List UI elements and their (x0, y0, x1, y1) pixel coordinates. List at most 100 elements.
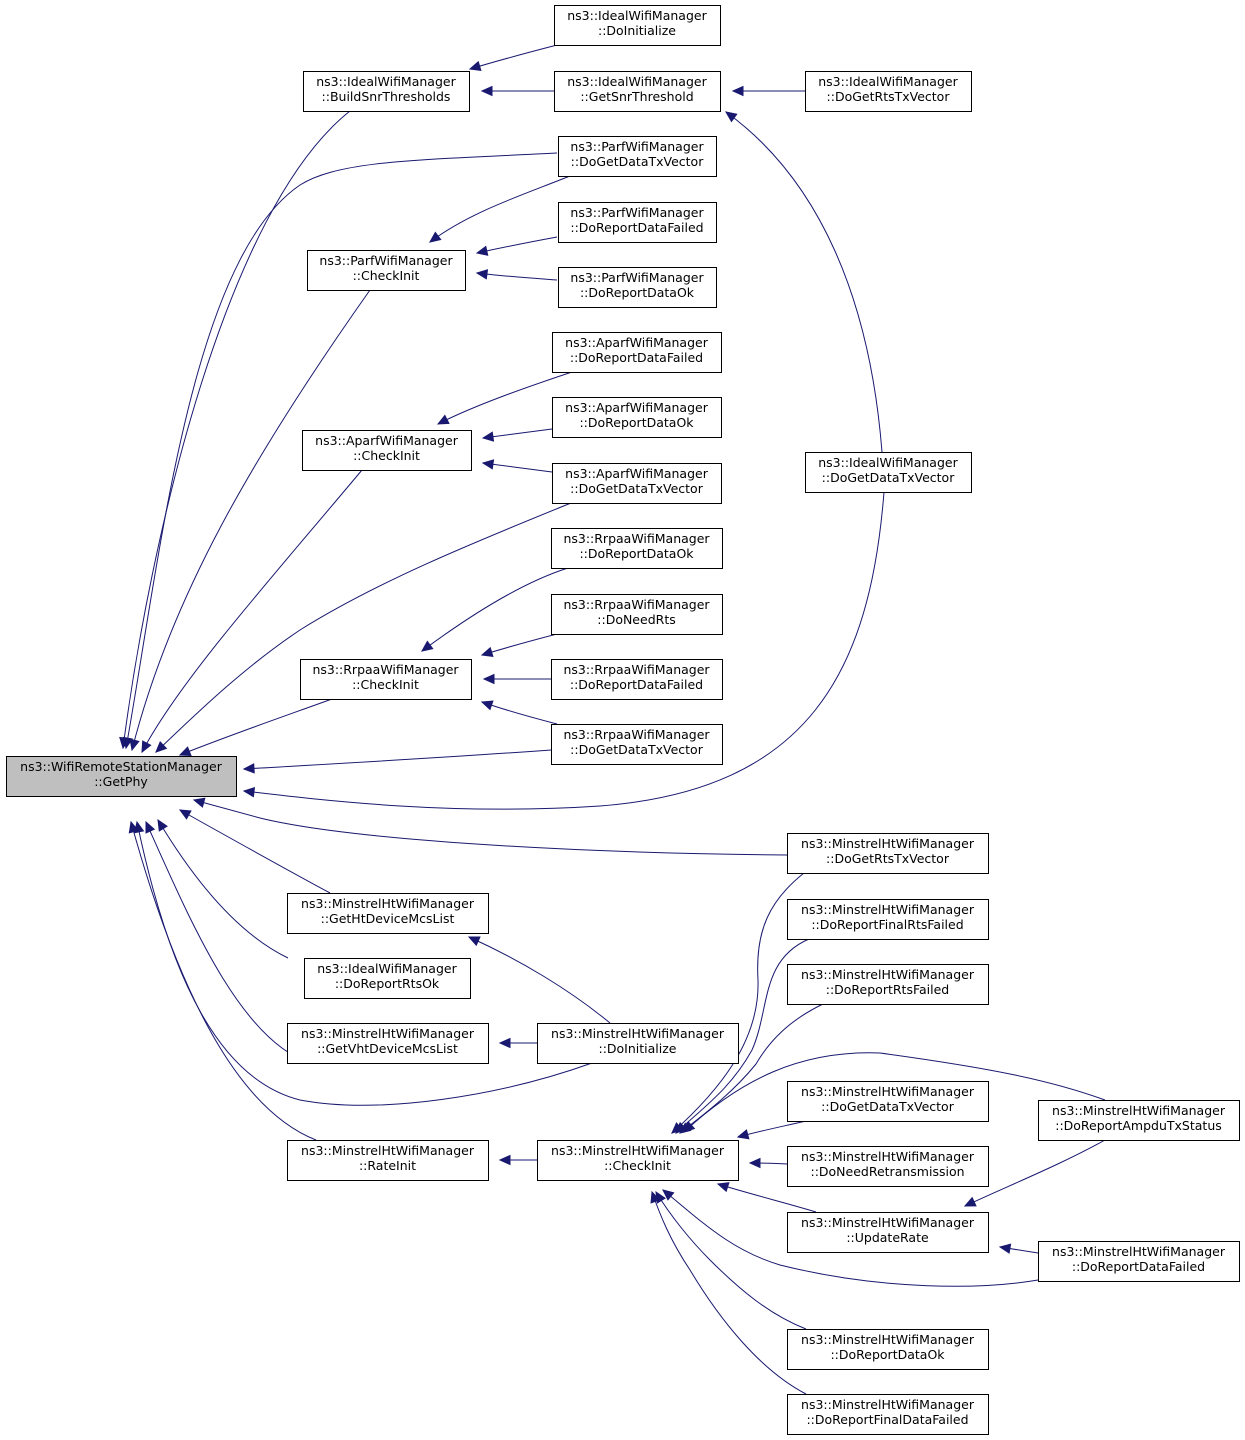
graph-node-iw_getsnr[interactable]: ns3::IdealWifiManager::GetSnrThreshold (554, 71, 721, 112)
edge-pw_dofailed-to-pw_checkinit (475, 236, 558, 256)
node-class-label: ns3::MinstrelHtWifiManager (801, 836, 975, 851)
edge-mh_rateinit-to-root (128, 820, 317, 1141)
edge-line (179, 809, 331, 894)
graph-node-mh_dortstx[interactable]: ns3::MinstrelHtWifiManager::DoGetRtsTxVe… (787, 833, 989, 874)
graph-node-iw_build[interactable]: ns3::IdealWifiManager::BuildSnrThreshold… (303, 71, 470, 112)
graph-node-mh_getht[interactable]: ns3::MinstrelHtWifiManager::GetHtDeviceM… (287, 893, 489, 934)
node-class-label: ns3::MinstrelHtWifiManager (801, 1149, 975, 1164)
graph-node-aw_dofailed[interactable]: ns3::AparfWifiManager::DoReportDataFaile… (552, 332, 722, 373)
node-method-label: ::DoReportDataFailed (570, 677, 703, 692)
edge-rw_dodatatx-to-rw_checkinit (480, 700, 558, 725)
edge-line (476, 272, 558, 281)
node-class-label: ns3::AparfWifiManager (315, 433, 459, 448)
graph-node-mh_finalrts[interactable]: ns3::MinstrelHtWifiManager::DoReportFina… (787, 899, 989, 940)
graph-node-iw_doinit[interactable]: ns3::IdealWifiManager::DoInitialize (554, 5, 721, 46)
edge-arrowhead (736, 1129, 750, 1140)
node-method-label: ::DoGetDataTxVector (571, 154, 705, 169)
edge-mh_dortstx-to-root (192, 797, 788, 856)
graph-node-mh_finaldata[interactable]: ns3::MinstrelHtWifiManager::DoReportFina… (787, 1394, 989, 1435)
graph-node-mh_checkinit[interactable]: ns3::MinstrelHtWifiManager::CheckInit (537, 1140, 739, 1181)
graph-node-aw_dook[interactable]: ns3::AparfWifiManager::DoReportDataOk (552, 397, 722, 438)
graph-node-rw_dofailed[interactable]: ns3::RrpaaWifiManager::DoReportDataFaile… (551, 659, 723, 700)
node-box (787, 1329, 989, 1370)
node-box (552, 397, 722, 438)
node-box (303, 71, 470, 112)
graph-node-rw_checkinit[interactable]: ns3::RrpaaWifiManager::CheckInit (300, 659, 472, 700)
edge-line (481, 633, 558, 656)
graph-node-rw_dodatatx[interactable]: ns3::RrpaaWifiManager::DoGetDataTxVector (551, 724, 723, 765)
node-box (787, 1081, 989, 1122)
graph-node-rw_dook[interactable]: ns3::RrpaaWifiManager::DoReportDataOk (551, 528, 723, 569)
graph-node-iw_rtsok[interactable]: ns3::IdealWifiManager::DoReportRtsOk (304, 958, 471, 999)
edge-arrowhead (662, 1189, 675, 1201)
graph-node-aw_dodatatx[interactable]: ns3::AparfWifiManager::DoGetDataTxVector (552, 463, 722, 504)
graph-node-mh_updaterate[interactable]: ns3::MinstrelHtWifiManager::UpdateRate (787, 1212, 989, 1253)
node-method-label: ::DoReportDataOk (830, 1347, 945, 1362)
graph-node-mh_dook[interactable]: ns3::MinstrelHtWifiManager::DoReportData… (787, 1329, 989, 1370)
edge-line (662, 1189, 1039, 1287)
node-class-label: ns3::MinstrelHtWifiManager (301, 896, 475, 911)
edge-mh_finaldata-to-mh_checkinit (650, 1190, 807, 1395)
node-box (551, 594, 723, 635)
node-method-label: ::DoGetRtsTxVector (827, 89, 951, 104)
node-box (537, 1023, 739, 1064)
graph-node-mh_rateinit[interactable]: ns3::MinstrelHtWifiManager::RateInit (287, 1140, 489, 1181)
node-class-label: ns3::ParfWifiManager (570, 205, 704, 220)
edge-arrowhead (157, 818, 168, 832)
edge-line (130, 821, 317, 1141)
graph-node-rw_doneedrts[interactable]: ns3::RrpaaWifiManager::DoNeedRts (551, 594, 723, 635)
node-class-label: ns3::MinstrelHtWifiManager (301, 1026, 475, 1041)
edge-line (683, 1052, 1106, 1133)
node-method-label: ::CheckInit (352, 677, 419, 692)
edge-line (964, 1139, 1106, 1207)
graph-node-mh_dofailed[interactable]: ns3::MinstrelHtWifiManager::DoReportData… (1038, 1241, 1240, 1282)
node-class-label: ns3::IdealWifiManager (818, 74, 958, 89)
graph-node-pw_dodatatx[interactable]: ns3::ParfWifiManager::DoGetDataTxVector (558, 136, 717, 177)
graph-node-mh_getvht[interactable]: ns3::MinstrelHtWifiManager::GetVhtDevice… (287, 1023, 489, 1064)
graph-node-mh_ampdu[interactable]: ns3::MinstrelHtWifiManager::DoReportAmpd… (1038, 1100, 1240, 1141)
edge-arrowhead (498, 1037, 511, 1049)
node-class-label: ns3::IdealWifiManager (818, 455, 958, 470)
node-method-label: ::UpdateRate (846, 1230, 929, 1245)
node-method-label: ::GetPhy (94, 774, 148, 789)
edge-line (429, 175, 571, 243)
graph-node-iw_dortstx[interactable]: ns3::IdealWifiManager::DoGetRtsTxVector (805, 71, 972, 112)
node-method-label: ::DoNeedRetransmission (810, 1164, 964, 1179)
graph-node-pw_dook[interactable]: ns3::ParfWifiManager::DoReportDataOk (558, 267, 717, 308)
edge-rw_dodatatx-to-root (242, 749, 552, 774)
node-class-label: ns3::RrpaaWifiManager (563, 662, 710, 677)
node-method-label: ::DoInitialize (598, 23, 676, 38)
edge-mh_getvht-to-root (145, 820, 311, 1064)
node-method-label: ::DoNeedRts (597, 612, 675, 627)
node-method-label: ::GetHtDeviceMcsList (321, 911, 455, 926)
root-node[interactable]: ns3::WifiRemoteStationManager::GetPhy (6, 756, 237, 797)
node-box (307, 250, 466, 291)
graph-node-mh_dodatatx[interactable]: ns3::MinstrelHtWifiManager::DoGetDataTxV… (787, 1081, 989, 1122)
edge-line (481, 701, 558, 725)
edge-arrowhead (480, 85, 493, 97)
graph-node-mh_needretx[interactable]: ns3::MinstrelHtWifiManager::DoNeedRetran… (787, 1146, 989, 1187)
graph-node-mh_rtsfailed[interactable]: ns3::MinstrelHtWifiManager::DoReportRtsF… (787, 964, 989, 1005)
edge-aw_checkinit-to-root (141, 469, 363, 754)
edge-arrowhead (242, 763, 255, 774)
edge-rw_doneedrts-to-rw_checkinit (480, 633, 558, 657)
node-box (787, 1146, 989, 1187)
node-method-label: ::DoReportFinalRtsFailed (811, 917, 963, 932)
edge-arrowhead (716, 1182, 730, 1193)
graph-node-pw_dofailed[interactable]: ns3::ParfWifiManager::DoReportDataFailed (558, 202, 717, 243)
edge-line (421, 567, 569, 652)
node-method-label: ::DoGetDataTxVector (822, 470, 956, 485)
edge-arrowhead (178, 809, 192, 820)
edge-iw_doinit-to-iw_build (468, 44, 558, 72)
edge-pw_dodatatx-to-pw_checkinit (429, 175, 571, 243)
edge-line (157, 819, 289, 959)
graph-node-pw_checkinit[interactable]: ns3::ParfWifiManager::CheckInit (307, 250, 466, 291)
edge-arrowhead (481, 431, 495, 442)
node-method-label: ::DoGetRtsTxVector (826, 851, 950, 866)
graph-node-aw_checkinit[interactable]: ns3::AparfWifiManager::CheckInit (302, 430, 472, 471)
graph-node-mh_doinit[interactable]: ns3::MinstrelHtWifiManager::DoInitialize (537, 1023, 739, 1064)
edge-mh_needretx-to-mh_checkinit (748, 1157, 788, 1169)
node-box (787, 1394, 989, 1435)
edge-arrowhead (436, 414, 450, 425)
graph-node-iw_dodatatx[interactable]: ns3::IdealWifiManager::DoGetDataTxVector (805, 452, 972, 493)
